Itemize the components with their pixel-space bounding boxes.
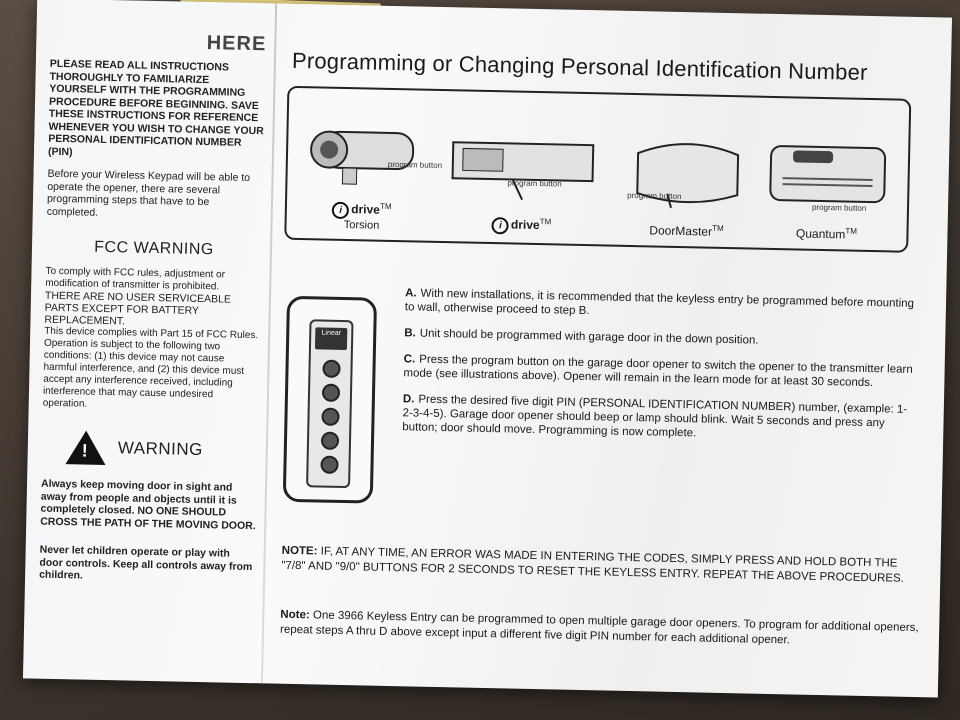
warning-icon: ! xyxy=(65,430,107,466)
read-here-heading: HERE xyxy=(206,32,267,56)
opener-quantum: QuantumTM xyxy=(756,136,898,243)
program-button-label-1: program button xyxy=(387,159,443,171)
opener-doormaster: DoorMasterTM xyxy=(616,133,758,240)
step-c: C.Press the program button on the garage… xyxy=(403,353,913,390)
children-warning-text: Never let children operate or play with … xyxy=(39,543,253,582)
warning-heading: ! WARNING xyxy=(65,430,258,468)
keypad-button xyxy=(321,407,340,426)
warning-text: Always keep moving door in sight and awa… xyxy=(40,477,256,532)
fcc-title: FCC WARNING xyxy=(94,238,214,259)
doormaster-opener-icon xyxy=(636,143,740,209)
keypad-button xyxy=(321,383,341,402)
brand-quantum: QuantumTM xyxy=(795,226,858,242)
idrive-logo-icon: i xyxy=(332,201,350,220)
program-button-label-2: program button xyxy=(507,178,562,189)
fcc-text: To comply with FCC rules, adjustment or … xyxy=(43,266,262,414)
instruction-sheet: HERE PLEASE READ ALL INSTRUCTIONS THOROU… xyxy=(22,0,953,698)
step-d: D.Press the desired five digit PIN (PERS… xyxy=(402,393,908,440)
keypad-button xyxy=(322,359,341,378)
brand-doormaster: DoorMasterTM xyxy=(649,223,724,239)
step-a: A.With new installations, it is recommen… xyxy=(404,287,915,318)
step-b: B.Unit should be programmed with garage … xyxy=(404,327,759,347)
fcc-text-2: This device complies with Part 15 of FCC… xyxy=(42,325,259,410)
left-panel: HERE PLEASE READ ALL INSTRUCTIONS THOROU… xyxy=(39,29,267,586)
right-panel: Programming or Changing Personal Identif… xyxy=(280,47,928,647)
note-multiple-openers: Note: One 3966 Keyless Entry can be prog… xyxy=(279,608,919,647)
before-text: Before your Wireless Keypad will be able… xyxy=(46,167,251,219)
page-title: Programming or Changing Personal Identif… xyxy=(291,47,868,85)
brand-sub-torsion: Torsion xyxy=(343,218,380,232)
note-reset: NOTE: IF, AT ANY TIME, AN ERROR WAS MADE… xyxy=(281,544,905,585)
program-button-label-4: program button xyxy=(811,202,867,213)
keypad-face: Linear xyxy=(306,319,354,489)
keypad-logo: Linear xyxy=(314,327,348,351)
idrive-logo-icon-2: i xyxy=(491,217,510,235)
keypad-button xyxy=(320,431,340,450)
keypad-illustration: Linear xyxy=(282,295,378,504)
idrive-opener-icon xyxy=(451,141,595,201)
torsion-opener-icon xyxy=(310,130,415,185)
warning-title: WARNING xyxy=(117,438,204,460)
intro-text: PLEASE READ ALL INSTRUCTIONS THOROUGHLY … xyxy=(47,57,264,158)
program-button-label-3: program button xyxy=(627,190,682,202)
fcc-caps-text: THERE ARE NO USER SERVICEABLE PARTS EXCE… xyxy=(44,289,232,328)
keypad-button xyxy=(320,455,339,474)
quantum-opener-icon xyxy=(769,145,887,204)
programming-steps: A.With new installations, it is recommen… xyxy=(402,286,915,457)
